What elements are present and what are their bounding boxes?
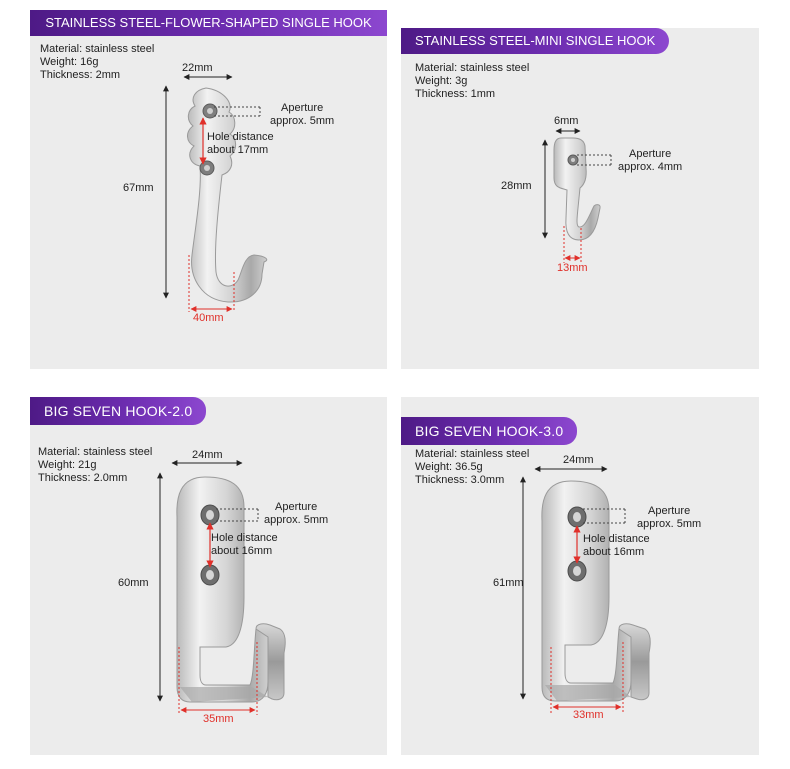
height-label: 67mm [123, 182, 154, 194]
height-label: 61mm [493, 577, 524, 589]
opening-label: 35mm [203, 713, 234, 725]
opening-label: 40mm [193, 312, 224, 324]
panel-title: STAINLESS STEEL-FLOWER-SHAPED SINGLE HOO… [30, 10, 387, 36]
spec-weight: Weight: 36.5g [415, 461, 483, 473]
aperture-label: Aperture approx. 4mm [618, 148, 683, 173]
spec-weight: Weight: 16g [40, 56, 99, 68]
spec-list: Material: stainless steel Weight: 16g Th… [40, 43, 154, 82]
panel-title: BIG SEVEN HOOK-2.0 [30, 397, 207, 425]
panel-title: STAINLESS STEEL-MINI SINGLE HOOK [401, 28, 670, 54]
hole-distance-label: Hole distance about 16mm [583, 533, 650, 558]
height-label: 28mm [501, 180, 532, 192]
product-panel-big-seven-hook-2: BIG SEVEN HOOK-2.0 Material: stainless s… [30, 397, 387, 755]
spec-material: Material: stainless steel [415, 448, 530, 460]
spec-weight: Weight: 21g [38, 459, 97, 471]
big-seven-hook-3-illustration [520, 466, 651, 713]
width-label: 6mm [554, 115, 579, 127]
spec-list: Material: stainless steel Weight: 21g Th… [38, 446, 152, 485]
big-seven-hook-2-illustration [157, 460, 286, 715]
product-panel-big-seven-hook-3: BIG SEVEN HOOK-3.0 Material: stainless s… [401, 397, 759, 755]
spec-material: Material: stainless steel [38, 446, 153, 458]
opening-label: 13mm [557, 262, 588, 274]
spec-material: Material: stainless steel [40, 43, 155, 55]
aperture-label: Aperture approx. 5mm [270, 102, 335, 127]
width-label: 22mm [182, 62, 213, 74]
product-panel-flower-hook: STAINLESS STEEL-FLOWER-SHAPED SINGLE HOO… [30, 10, 387, 369]
width-label: 24mm [192, 449, 223, 461]
height-label: 60mm [118, 577, 149, 589]
panel-title: BIG SEVEN HOOK-3.0 [401, 417, 578, 445]
product-panel-mini-hook: STAINLESS STEEL-MINI SINGLE HOOK Materia… [401, 28, 759, 369]
spec-material: Material: stainless steel [415, 62, 530, 74]
aperture-label: Aperture approx. 5mm [264, 501, 329, 526]
width-label: 24mm [563, 454, 594, 466]
spec-list: Material: stainless steel Weight: 3g Thi… [415, 62, 529, 101]
opening-label: 33mm [573, 709, 604, 721]
spec-thickness: Thickness: 1mm [415, 88, 496, 100]
hole-distance-label: Hole distance about 16mm [211, 532, 278, 557]
flower-hook-illustration [163, 74, 268, 312]
spec-weight: Weight: 3g [415, 75, 468, 87]
spec-thickness: Thickness: 2.0mm [38, 472, 128, 484]
aperture-label: Aperture approx. 5mm [637, 505, 702, 530]
hole-distance-label: Hole distance about 17mm [207, 131, 274, 156]
spec-thickness: Thickness: 2mm [40, 69, 121, 81]
spec-list: Material: stainless steel Weight: 36.5g … [415, 448, 529, 487]
spec-thickness: Thickness: 3.0mm [415, 474, 505, 486]
mini-hook-illustration [542, 128, 612, 263]
